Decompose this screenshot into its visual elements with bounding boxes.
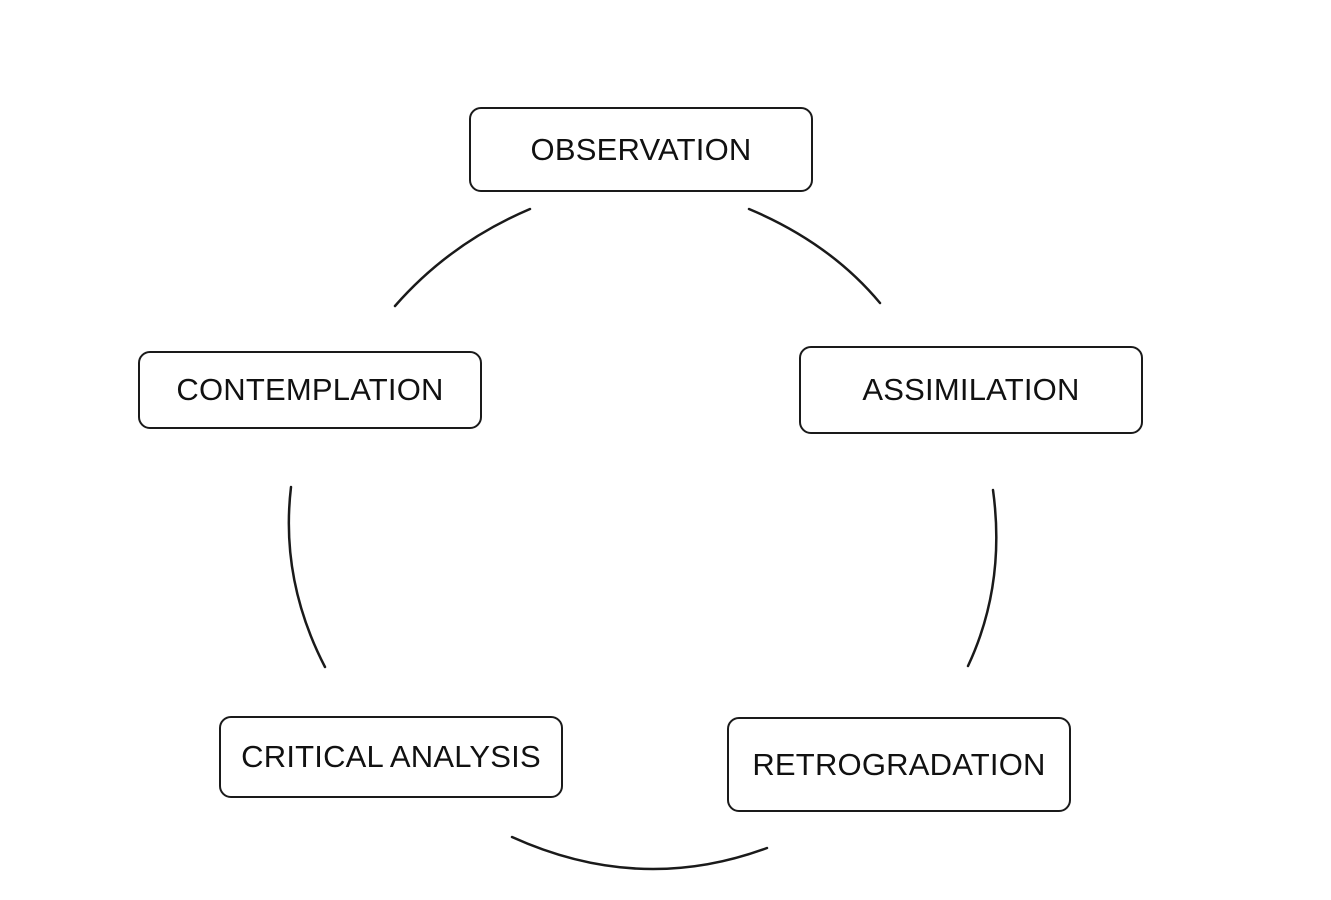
stage-critical-analysis: CRITICAL ANALYSIS (219, 716, 563, 798)
stage-label-retrogradation: RETROGRADATION (752, 746, 1046, 782)
arc-observation-to-assimilation (747, 207, 882, 305)
arc-contemplation-to-observation (393, 207, 532, 308)
stage-label-assimilation: ASSIMILATION (862, 372, 1080, 407)
stage-label-contemplation: CONTEMPLATION (176, 372, 444, 407)
stage-contemplation: CONTEMPLATION (138, 351, 482, 429)
stage-label-observation: OBSERVATION (530, 131, 752, 167)
stage-label-critical-analysis: CRITICAL ANALYSIS (241, 739, 541, 774)
stage-retrogradation: RETROGRADATION (727, 717, 1071, 812)
stage-observation: OBSERVATION (469, 107, 813, 192)
arc-retrogradation-to-critical-analysis (510, 835, 769, 871)
arc-critical-analysis-to-contemplation (287, 485, 327, 669)
arc-assimilation-to-retrogradation (966, 488, 998, 668)
stage-assimilation: ASSIMILATION (799, 346, 1143, 434)
